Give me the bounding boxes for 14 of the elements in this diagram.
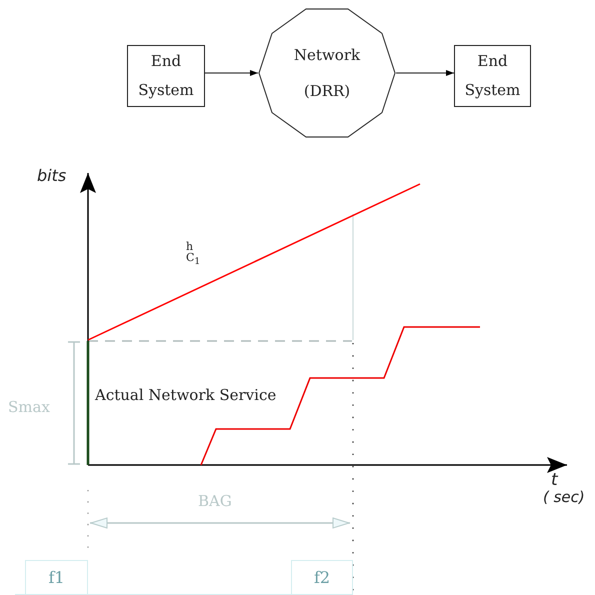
arrow <box>204 70 258 76</box>
frame-box: f2 <box>291 560 353 595</box>
frame-box: f1 <box>25 560 88 595</box>
arrow <box>396 70 454 76</box>
curve-label: Actual Network Service <box>95 386 276 404</box>
axis-label: t <box>551 470 558 490</box>
slope-label: h C$_{1}$ <box>186 241 202 268</box>
dimension-label: Smax <box>8 398 50 416</box>
process-box: End System <box>127 45 205 107</box>
unit-label: ( sec) <box>543 488 585 506</box>
process-box: End System <box>454 45 531 107</box>
network-node: Network (DRR) <box>258 8 396 138</box>
dimension-label: BAG <box>198 492 232 510</box>
axis-label: bits <box>37 166 66 185</box>
